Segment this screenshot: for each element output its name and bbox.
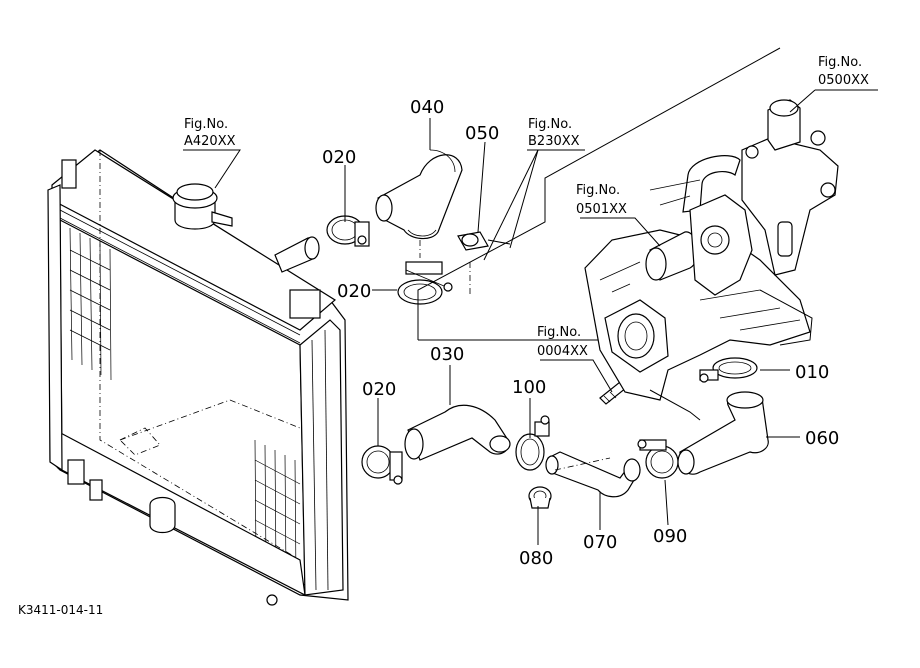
fig-ref-b230-line2: B230XX [528,134,580,149]
fig-ref-0501-line2: 0501XX [576,202,627,217]
fig-ref-a420-line1: Fig.No. [184,117,228,132]
part-number-020-upper: 020 [322,147,356,168]
upper-hose-040-drawing [375,149,463,240]
sensor-050-drawing [457,231,511,251]
part-number-010: 010 [795,362,829,383]
hose-clamp-020-lower-drawing [361,445,403,485]
clamp-010-drawing [699,357,758,383]
part-number-070: 070 [583,532,617,553]
hose-clamp-020-upper-drawing [326,215,370,247]
pipe-070-drawing [545,451,641,498]
clamp-090-drawing [637,439,679,479]
part-number-040: 040 [410,97,444,118]
leader-lines [183,89,878,545]
drawing-code: K3411-014-11 [18,603,103,617]
fig-ref-0004-line1: Fig.No. [537,325,581,340]
fig-ref-0500-line2: 0500XX [818,73,869,88]
part-number-080: 080 [519,548,553,569]
part-number-090: 090 [653,526,687,547]
part-number-060: 060 [805,428,839,449]
hose-060-drawing [677,391,769,475]
part-number-050: 050 [465,123,499,144]
lower-hose-030-drawing [404,404,511,461]
clamp-100-drawing [515,415,550,471]
fig-ref-a420-line2: A420XX [184,134,236,149]
fig-ref-0500-line1: Fig.No. [818,55,862,70]
hose-clamp-020-middle-drawing [397,261,453,305]
water-pump-housing-drawing [417,47,839,421]
plug-080-drawing [528,486,552,509]
radiator-drawing [47,149,349,606]
fig-ref-0004-line2: 0004XX [537,344,588,359]
part-number-100: 100 [512,377,546,398]
fig-ref-b230-line1: Fig.No. [528,117,572,132]
part-number-030: 030 [430,344,464,365]
part-number-020-middle: 020 [337,281,371,302]
fig-ref-0501-line1: Fig.No. [576,183,620,198]
part-number-020-lower: 020 [362,379,396,400]
